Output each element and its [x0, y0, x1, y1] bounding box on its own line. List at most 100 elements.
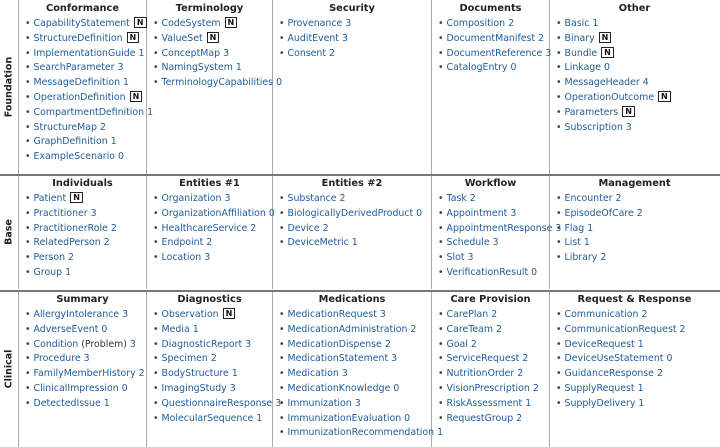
- resource-link-composition[interactable]: Composition: [446, 18, 506, 29]
- resource-link-provenance[interactable]: Provenance: [287, 18, 343, 29]
- resource-link-allergyintolerance[interactable]: AllergyIntolerance: [33, 309, 120, 320]
- resource-link-namingsystem[interactable]: NamingSystem: [161, 62, 233, 74]
- resource-link-adverseevent[interactable]: AdverseEvent: [33, 323, 99, 335]
- resource-link-schedule[interactable]: Schedule: [446, 237, 490, 249]
- resource-link-library[interactable]: Library: [564, 252, 598, 264]
- resource-link-immunization[interactable]: Immunization: [287, 397, 352, 409]
- resource-link-organizationaffiliation[interactable]: OrganizationAffiliation: [161, 207, 266, 219]
- resource-link-communicationrequest[interactable]: CommunicationRequest: [564, 323, 677, 335]
- resource-link-patient[interactable]: Patient: [33, 193, 67, 204]
- resource-link-servicerequest[interactable]: ServiceRequest: [446, 353, 520, 365]
- resource-link-compartmentdefinition[interactable]: CompartmentDefinition: [33, 106, 145, 118]
- resource-link-implementationguide[interactable]: ImplementationGuide: [33, 47, 136, 59]
- resource-link-subscription[interactable]: Subscription: [564, 121, 623, 133]
- resource-link-documentmanifest[interactable]: DocumentManifest: [446, 32, 536, 44]
- resource-link-endpoint[interactable]: Endpoint: [161, 237, 204, 249]
- resource-link-structuredefinition[interactable]: StructureDefinition: [33, 32, 123, 44]
- resource-link-devicemetric[interactable]: DeviceMetric: [287, 237, 349, 249]
- resource-link-medicationdispense[interactable]: MedicationDispense: [287, 338, 382, 350]
- resource-link-capabilitystatement[interactable]: CapabilityStatement: [33, 18, 130, 29]
- resource-link-structuremap[interactable]: StructureMap: [33, 121, 97, 133]
- resource-link-careplan[interactable]: CarePlan: [446, 309, 489, 320]
- resource-link-visionprescription[interactable]: VisionPrescription: [446, 382, 530, 394]
- resource-link-practitionerrole[interactable]: PractitionerRole: [33, 222, 108, 234]
- resource-link-searchparameter[interactable]: SearchParameter: [33, 62, 115, 74]
- resource-link-conceptmap[interactable]: ConceptMap: [161, 47, 221, 59]
- resource-link-valueset[interactable]: ValueSet: [161, 32, 203, 44]
- resource-link-codesystem[interactable]: CodeSystem: [161, 18, 221, 29]
- resource-link-substance[interactable]: Substance: [287, 193, 337, 204]
- resource-link-documentreference[interactable]: DocumentReference: [446, 47, 543, 59]
- resource-link-molecularsequence[interactable]: MolecularSequence: [161, 412, 254, 424]
- resource-link-clinicalimpression[interactable]: ClinicalImpression: [33, 382, 119, 394]
- resource-link-appointmentresponse[interactable]: AppointmentResponse: [446, 222, 553, 234]
- resource-link-biologicallyderivedproduct[interactable]: BiologicallyDerivedProduct: [287, 207, 414, 219]
- resource-link-medicationadministration[interactable]: MedicationAdministration: [287, 323, 408, 335]
- resource-link-flag[interactable]: Flag: [564, 222, 585, 234]
- resource-link-questionnaireresponse[interactable]: QuestionnaireResponse: [161, 397, 273, 409]
- resource-link-practitioner[interactable]: Practitioner: [33, 207, 88, 219]
- resource-link-organization[interactable]: Organization: [161, 193, 222, 204]
- resource-link-requestgroup[interactable]: RequestGroup: [446, 412, 514, 424]
- resource-link-relatedperson[interactable]: RelatedPerson: [33, 237, 101, 249]
- resource-link-linkage[interactable]: Linkage: [564, 62, 602, 74]
- resource-link-encounter[interactable]: Encounter: [564, 193, 613, 204]
- resource-link-imagingstudy[interactable]: ImagingStudy: [161, 382, 227, 394]
- resource-link-location[interactable]: Location: [161, 252, 202, 264]
- resource-link-immunizationevaluation[interactable]: ImmunizationEvaluation: [287, 412, 402, 424]
- resource-link-guidanceresponse[interactable]: GuidanceResponse: [564, 368, 654, 380]
- resource-link-communication[interactable]: Communication: [564, 309, 639, 320]
- resource-link-supplyrequest[interactable]: SupplyRequest: [564, 382, 635, 394]
- resource-link-verificationresult[interactable]: VerificationResult: [446, 266, 529, 278]
- resource-link-parameters[interactable]: Parameters: [564, 106, 619, 118]
- resource-link-media[interactable]: Media: [161, 323, 190, 335]
- resource-link-procedure[interactable]: Procedure: [33, 353, 81, 365]
- resource-link-terminologycapabilities[interactable]: TerminologyCapabilities: [161, 77, 274, 89]
- resource-link-medicationknowledge[interactable]: MedicationKnowledge: [287, 382, 391, 394]
- resource-link-deviceusestatement[interactable]: DeviceUseStatement: [564, 353, 664, 365]
- resource-link-specimen[interactable]: Specimen: [161, 353, 208, 365]
- resource-link-medicationstatement[interactable]: MedicationStatement: [287, 353, 389, 365]
- resource-link-catalogentry[interactable]: CatalogEntry: [446, 62, 508, 74]
- resource-link-examplescenario[interactable]: ExampleScenario: [33, 151, 115, 163]
- maturity-level: 2: [103, 237, 110, 249]
- resource-link-bundle[interactable]: Bundle: [564, 47, 598, 59]
- resource-link-operationoutcome[interactable]: OperationOutcome: [564, 91, 654, 103]
- resource-link-slot[interactable]: Slot: [446, 252, 465, 264]
- resource-link-messagedefinition[interactable]: MessageDefinition: [33, 77, 121, 89]
- resource-link-devicerequest[interactable]: DeviceRequest: [564, 338, 635, 350]
- resource-link-condition[interactable]: Condition: [33, 338, 79, 350]
- resource-link-riskassessment[interactable]: RiskAssessment: [446, 397, 523, 409]
- resource-link-medication[interactable]: Medication: [287, 368, 339, 380]
- resource-link-consent[interactable]: Consent: [287, 47, 327, 59]
- resource-link-appointment[interactable]: Appointment: [446, 207, 508, 219]
- resource-link-familymemberhistory[interactable]: FamilyMemberHistory: [33, 368, 136, 380]
- resource-link-goal[interactable]: Goal: [446, 338, 468, 350]
- resource-link-healthcareservice[interactable]: HealthcareService: [161, 222, 248, 234]
- resource-link-medicationrequest[interactable]: MedicationRequest: [287, 309, 377, 320]
- resource-link-auditevent[interactable]: AuditEvent: [287, 32, 339, 44]
- resource-link-list[interactable]: List: [564, 237, 581, 249]
- resource-link-operationdefinition[interactable]: OperationDefinition: [33, 91, 126, 103]
- bullet-icon: •: [279, 207, 285, 219]
- resource-link-observation[interactable]: Observation: [161, 309, 219, 320]
- resource-link-messageheader[interactable]: MessageHeader: [564, 77, 640, 89]
- resource-link-detectedissue[interactable]: DetectedIssue: [33, 397, 101, 409]
- resource-link-person[interactable]: Person: [33, 252, 66, 264]
- resource-link-diagnosticreport[interactable]: DiagnosticReport: [161, 338, 243, 350]
- resource-link-episodeofcare[interactable]: EpisodeOfCare: [564, 207, 634, 219]
- resource-link-binary[interactable]: Binary: [564, 32, 595, 44]
- resource-link-group[interactable]: Group: [33, 266, 63, 278]
- resource-link-basic[interactable]: Basic: [564, 18, 590, 29]
- resource-link-graphdefinition[interactable]: GraphDefinition: [33, 136, 108, 148]
- resource-link-careteam[interactable]: CareTeam: [446, 323, 494, 335]
- resource-link-immunizationrecommendation[interactable]: ImmunizationRecommendation: [287, 427, 435, 439]
- resource-link-task[interactable]: Task: [446, 193, 467, 204]
- resource-link-supplydelivery[interactable]: SupplyDelivery: [564, 397, 636, 409]
- resource-link-device[interactable]: Device: [287, 222, 320, 234]
- resource-link-nutritionorder[interactable]: NutritionOrder: [446, 368, 515, 380]
- resource-link-bodystructure[interactable]: BodyStructure: [161, 368, 229, 380]
